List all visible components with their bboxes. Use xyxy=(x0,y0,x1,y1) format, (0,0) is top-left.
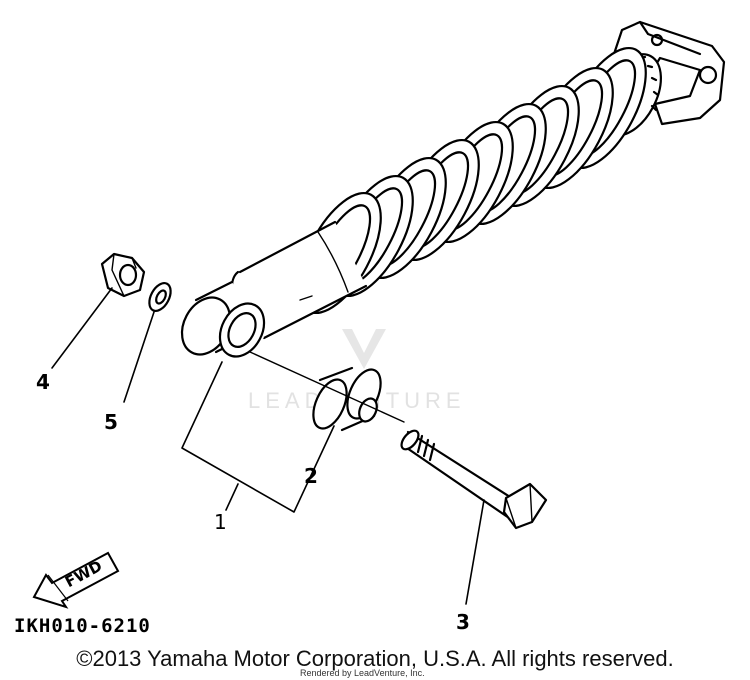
bolt xyxy=(400,429,548,530)
damper-body xyxy=(231,220,368,340)
collar xyxy=(312,366,382,432)
callout-5: 5 xyxy=(104,410,118,434)
leadventure-logo-icon xyxy=(342,329,386,369)
reference-code: IKH010-6210 xyxy=(14,615,151,637)
callout-1: 1 xyxy=(214,510,227,534)
callout-4: 4 xyxy=(36,370,50,394)
callout-2: 2 xyxy=(304,464,318,488)
washer xyxy=(148,281,172,313)
fwd-arrow-icon xyxy=(32,551,120,609)
rendered-by-credit: Rendered by LeadVenture, Inc. xyxy=(300,668,425,678)
nut xyxy=(100,252,146,298)
upper-clevis-bracket xyxy=(610,20,726,126)
lower-eye xyxy=(180,280,266,358)
callout-3: 3 xyxy=(456,610,470,634)
copyright-notice: ©2013 Yamaha Motor Corporation, U.S.A. A… xyxy=(76,646,674,671)
